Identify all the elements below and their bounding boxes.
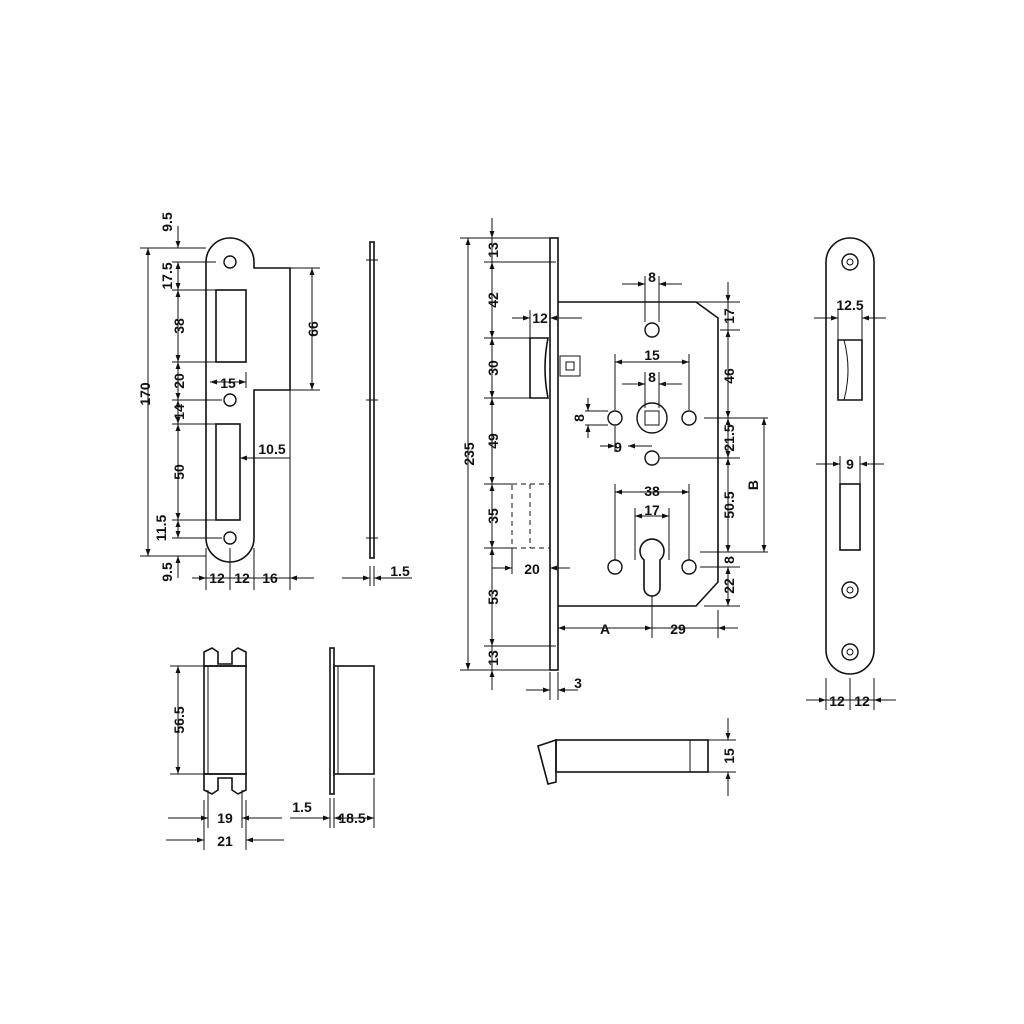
mid-hole-icon [644, 450, 660, 466]
dim-left-8: 8 [571, 414, 587, 422]
dim-top-offset: 9.5 [159, 212, 175, 232]
forend-latch-opening [837, 339, 863, 401]
dim-spacing-49: 49 [485, 433, 501, 449]
dim-latch-12: 12 [532, 310, 548, 326]
latch-tongue [529, 337, 549, 399]
forend-outline [825, 237, 875, 675]
dim-backset-A: A [600, 621, 610, 637]
dim-right-46: 46 [721, 368, 737, 384]
dim-top-8: 8 [648, 269, 656, 285]
cylinder-profile-icon [639, 538, 665, 597]
cylinder-hole-left-icon [607, 559, 623, 575]
forend-hole-mid-icon [841, 581, 859, 599]
dim-edge-offset: 10.5 [258, 441, 285, 457]
latch-bolt-dimensions: 15 [708, 718, 737, 796]
lock-faceplate [549, 237, 559, 671]
strike-box-side [329, 647, 375, 795]
latch-bolt-side [537, 738, 709, 785]
dim-cylinder-38: 38 [644, 483, 660, 499]
dim-cylinder-17: 17 [644, 502, 660, 518]
dim-latch-height-15: 15 [721, 748, 737, 764]
dim-box-inner-width: 19 [217, 810, 233, 826]
dim-bottom-hole: 11.5 [153, 515, 169, 542]
strike-slot-upper [215, 289, 247, 363]
dim-forend-half-left: 12 [829, 693, 845, 709]
strike-box-dimensions: 56.5 19 21 [166, 665, 284, 850]
dim-slot2-height: 50 [171, 464, 187, 480]
dim-box-outer-width: 21 [217, 833, 233, 849]
dim-right-8: 8 [721, 556, 737, 564]
dim-center-B: B [745, 480, 761, 490]
dim-bolt-20: 20 [524, 561, 540, 577]
dim-forend-12-5: 12.5 [836, 297, 863, 313]
dim-holes-15: 15 [644, 347, 660, 363]
dim-latch-30: 30 [485, 360, 501, 376]
dim-bolt-35: 35 [485, 508, 501, 524]
dim-forend-half-right: 12 [854, 693, 870, 709]
dim-total-235: 235 [461, 442, 477, 466]
forend-hole-top-icon [841, 253, 859, 271]
dim-right-50-5: 50.5 [721, 491, 737, 518]
fixing-hole-left-icon [607, 410, 623, 426]
forend-plate [825, 237, 875, 675]
screw-hole-bottom-icon [223, 531, 237, 545]
forend-dimensions: 12.5 9 12 12 [806, 297, 896, 710]
dim-top-13: 13 [485, 242, 501, 258]
dim-half-width-right: 12 [234, 570, 250, 586]
forend-bolt-opening [839, 483, 861, 551]
deadbolt [511, 483, 551, 549]
dim-total-height: 170 [137, 382, 153, 406]
dim-depth-29: 29 [670, 621, 686, 637]
strike-plate-dimensions: 170 9.5 17.5 38 20 14 50 11.5 9.5 15 [137, 212, 321, 590]
lock-body-dimensions: 235 13 42 30 49 35 53 13 12 20 [460, 218, 768, 700]
dim-half-width-left: 12 [209, 570, 225, 586]
lock-case-outline [558, 301, 719, 607]
screw-hole-middle-icon [223, 393, 237, 407]
dim-offset-9: 9 [614, 439, 622, 455]
dim-box-height: 56.5 [171, 706, 187, 733]
top-hole-icon [644, 322, 660, 338]
dim-faceplate-3: 3 [574, 675, 582, 691]
dim-tongue-width: 16 [262, 570, 278, 586]
strike-slot-lower [215, 423, 241, 521]
strike-box-front [203, 647, 247, 795]
dim-top-42: 42 [485, 292, 501, 308]
dim-forend-9: 9 [846, 456, 854, 472]
dim-tongue-height: 66 [305, 321, 321, 337]
dim-spacing-53: 53 [485, 589, 501, 605]
strike-side-view [366, 241, 378, 559]
lock-body [511, 237, 719, 671]
dim-slot-width: 15 [220, 375, 236, 391]
dim-right-21-5: 21.5 [721, 424, 737, 451]
dim-spindle-8: 8 [648, 369, 656, 385]
dim-box-flange: 1.5 [292, 799, 312, 815]
dim-gap-14: 14 [171, 404, 187, 420]
forend-hole-bottom-icon [841, 643, 859, 661]
dim-right-22: 22 [721, 578, 737, 594]
spindle-square-icon [644, 410, 660, 426]
dim-bottom-13: 13 [485, 650, 501, 666]
spindle-hub-icon [636, 402, 668, 434]
fixing-hole-right-icon [681, 410, 697, 426]
dim-right-17: 17 [721, 308, 737, 324]
cylinder-hole-right-icon [681, 559, 697, 575]
dim-bottom-offset: 9.5 [159, 562, 175, 582]
dim-hole-to-slot: 17.5 [159, 262, 175, 289]
strike-box-side-dimensions: 1.5 18.5 [290, 778, 375, 828]
dim-strike-thickness: 1.5 [390, 563, 410, 579]
dim-gap-20: 20 [171, 373, 187, 389]
screw-hole-top-icon [223, 255, 237, 269]
strike-side-dimensions: 1.5 [342, 563, 412, 586]
dim-box-depth: 18.5 [338, 810, 365, 826]
dim-slot1-height: 38 [171, 318, 187, 334]
strike-box-body [203, 665, 247, 775]
